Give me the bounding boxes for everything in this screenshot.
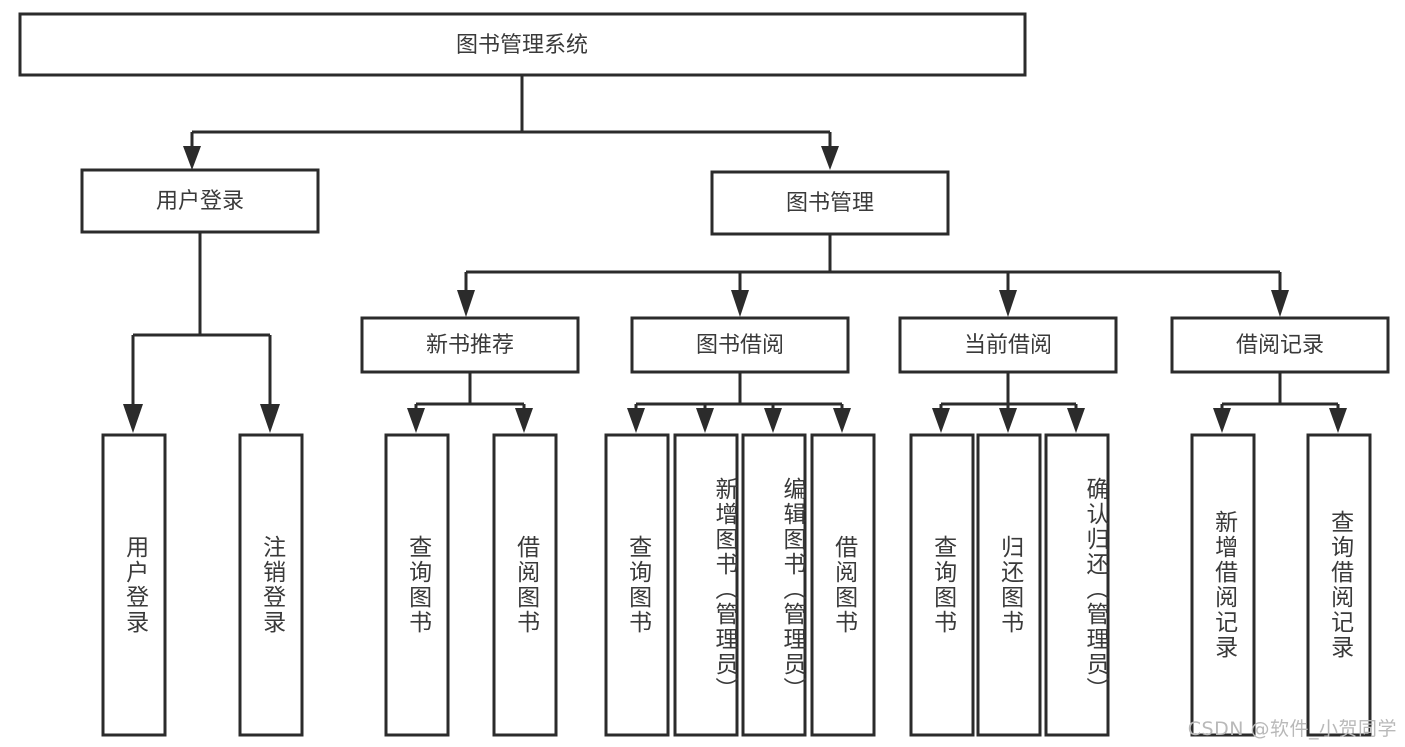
node-root-book-management-system[interactable]: 图书管理系统 [18,12,1027,77]
arrow-head-icon [999,408,1017,433]
connector-currentborrow-to-leaves [932,372,1085,433]
leaf-box-confirm-return [1044,433,1110,737]
leaf-box-edit-book [741,433,807,737]
arrow-head-icon [1213,408,1231,433]
arrow-head-icon [1067,408,1085,433]
connector-bookmgmt-to-level2 [457,234,1289,317]
node-borrow-record[interactable]: 借阅记录 [1170,316,1390,374]
node-current-borrow[interactable]: 当前借阅 [898,316,1118,374]
leaf-box-return-book [976,433,1042,737]
leaf-box-query-book-3 [909,433,975,737]
connector-userlogin-to-leaves [123,232,280,433]
node-label-borrow-record: 借阅记录 [1236,333,1324,358]
leaf-box-add-record [1190,433,1256,737]
arrow-head-icon [1271,290,1289,317]
arrow-head-icon [627,408,645,433]
arrow-head-icon [821,146,839,170]
node-label-root: 图书管理系统 [456,33,588,58]
watermark-text: CSDN @软件_小贺同学 [1187,718,1397,740]
leaf-box-query-book-1 [384,433,450,737]
node-user-login[interactable]: 用户登录 [80,168,320,234]
connector-newbook-to-leaves [407,372,533,433]
arrow-head-icon [183,146,201,170]
arrow-head-icon [407,408,425,433]
leaf-box-query-record [1306,433,1372,737]
node-label-user-login: 用户登录 [156,189,244,214]
node-label-new-book-recommend: 新书推荐 [426,333,514,358]
leaf-boxes [101,433,1372,737]
arrow-head-icon [696,408,714,433]
node-book-borrow[interactable]: 图书借阅 [630,316,850,374]
leaf-box-borrow-book-1 [492,433,558,737]
node-book-management[interactable]: 图书管理 [710,170,950,236]
arrow-head-icon [764,408,782,433]
node-label-book-management: 图书管理 [786,191,874,216]
arrow-head-icon [123,404,143,433]
arrow-head-icon [833,408,851,433]
arrow-head-icon [731,290,749,317]
connector-bookborrow-to-leaves [627,372,851,433]
leaf-box-user-login [101,433,167,737]
node-label-book-borrow: 图书借阅 [696,333,784,358]
leaf-box-add-book [673,433,739,737]
node-label-current-borrow: 当前借阅 [964,333,1052,358]
connector-borrowrecord-to-leaves [1213,372,1347,433]
arrow-head-icon [932,408,950,433]
arrow-head-icon [457,290,475,317]
arrow-head-icon [999,290,1017,317]
node-new-book-recommend[interactable]: 新书推荐 [360,316,580,374]
leaf-box-query-book-2 [604,433,670,737]
arrow-head-icon [515,408,533,433]
arrow-head-icon [260,404,280,433]
arrow-head-icon [1329,408,1347,433]
leaf-box-logout-login [238,433,304,737]
leaf-box-borrow-book-2 [810,433,876,737]
connector-root-to-level1 [183,75,839,170]
